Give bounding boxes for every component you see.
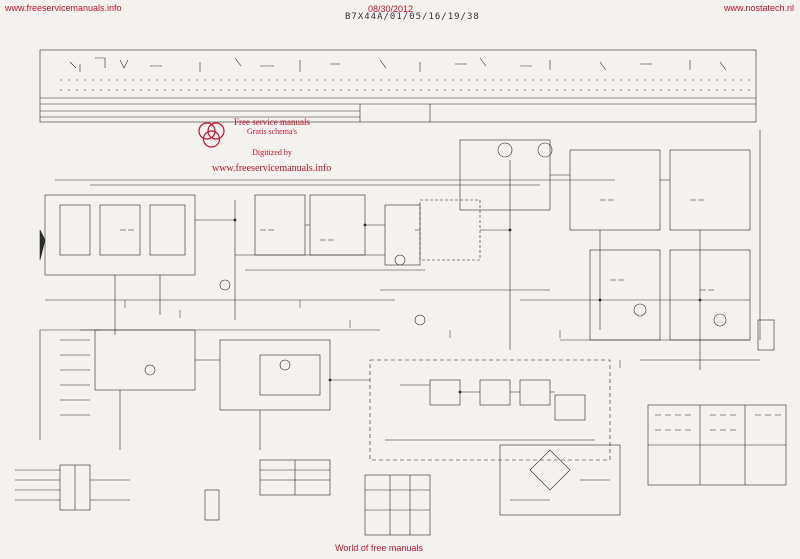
watermark: Free service manuals Gratis schema's Dig… [218, 117, 326, 158]
bottom-tables [259, 459, 431, 536]
watermark-url[interactable]: www.freeservicemanuals.info [212, 163, 332, 174]
if-section [235, 160, 550, 350]
watermark-line3: Digitized by [252, 148, 292, 157]
junction-dots [233, 218, 702, 394]
selector-section [39, 329, 370, 450]
component-marks [120, 199, 714, 368]
scan-date: 08/30/2012 [368, 4, 414, 14]
watermark-line2: Gratis schema's [246, 127, 298, 136]
watermark-logo [198, 122, 225, 148]
footer-text[interactable]: World of free manuals [335, 543, 423, 553]
power-supply-box [499, 444, 621, 516]
watermark-line1: Free service manuals [234, 117, 310, 127]
decoder-section [459, 130, 761, 370]
switch-position-table [647, 404, 787, 486]
mains-transformer [15, 464, 220, 521]
audio-amp-section [520, 249, 775, 361]
switch-panel-strip [39, 49, 757, 123]
footer: World of free manuals [0, 543, 800, 553]
source-url-left[interactable]: www.freeservicemanuals.info [5, 3, 122, 13]
model-code: B7X44A/01/05/16/19/38 [345, 12, 480, 22]
rf-section [39, 179, 615, 335]
source-url-right[interactable]: www.nostatech.nl [723, 3, 794, 13]
header-switch-glyphs [60, 57, 750, 91]
